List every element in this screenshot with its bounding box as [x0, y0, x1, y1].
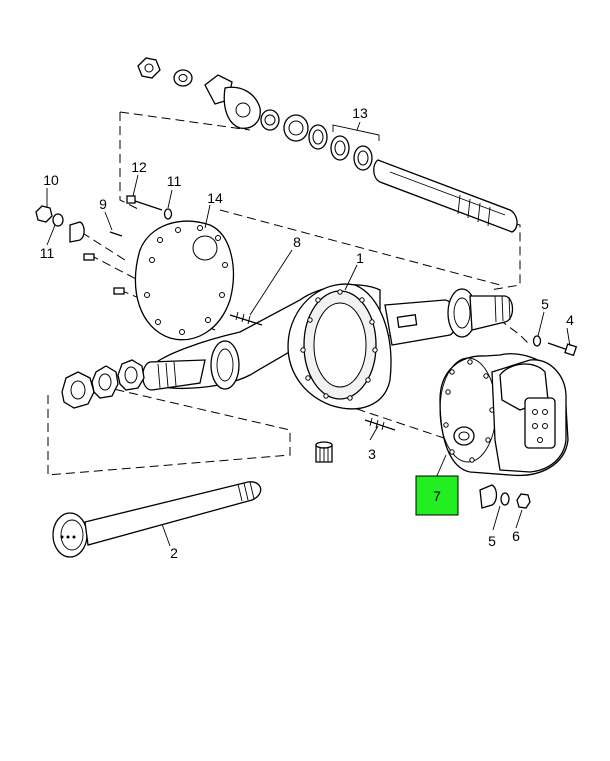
callout-13[interactable]: 13 — [352, 105, 368, 121]
axle-shaft — [52, 481, 262, 558]
axle-housing — [142, 283, 514, 410]
callout-12[interactable]: 12 — [131, 159, 147, 175]
callout-14[interactable]: 14 — [207, 190, 223, 206]
callout-6[interactable]: 6 — [512, 528, 520, 544]
callout-5-top[interactable]: 5 — [541, 296, 549, 312]
callout-11-left[interactable]: 11 — [40, 245, 55, 261]
callout-5-bottom[interactable]: 5 — [488, 533, 496, 549]
callout-8[interactable]: 8 — [293, 234, 301, 250]
callout-7[interactable]: 7 — [433, 488, 441, 504]
drain-plug — [315, 441, 333, 463]
callout-labels: 1 2 3 4 5 5 6 7 8 9 10 11 11 12 13 14 — [40, 105, 574, 561]
callout-10[interactable]: 10 — [43, 172, 59, 188]
carrier-fasteners — [479, 335, 578, 509]
callout-2[interactable]: 2 — [170, 545, 178, 561]
leader-lines — [46, 121, 571, 547]
callout-3[interactable]: 3 — [368, 446, 376, 462]
callout-4[interactable]: 4 — [566, 312, 574, 328]
hub-nuts — [61, 359, 145, 409]
callout-1[interactable]: 1 — [356, 250, 364, 266]
differential-carrier — [439, 353, 569, 477]
highlight-box-part-7 — [415, 475, 459, 516]
cover-fasteners — [35, 195, 173, 295]
callout-11-top[interactable]: 11 — [167, 173, 182, 189]
cover-plate — [134, 220, 235, 341]
studs — [229, 311, 396, 431]
input-shaft-assembly — [137, 57, 518, 233]
callout-9[interactable]: 9 — [99, 196, 107, 212]
